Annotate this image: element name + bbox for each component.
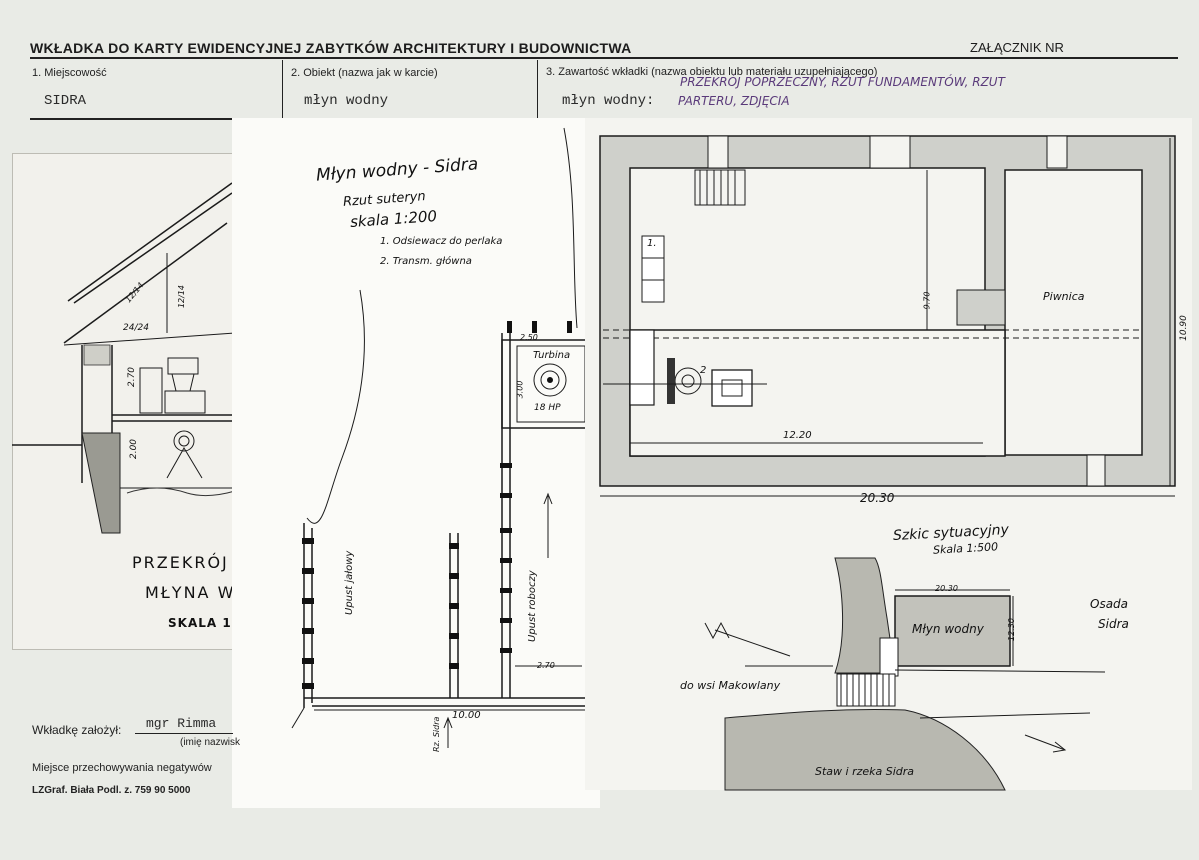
section-dim-e: 2.00: [129, 438, 140, 460]
turbine-side-dim: 3.00: [515, 380, 525, 399]
section-title-line2: MŁYNA WO: [145, 583, 250, 602]
cellar-label: Piwnica: [1043, 290, 1085, 303]
site-mill-depth: 12.30: [1006, 618, 1016, 641]
author-sub-label: (imię nazwisk: [180, 737, 241, 748]
river-arrow-label: Rz. Sidra: [432, 716, 441, 752]
plan-dim-20-30: 20.30: [860, 491, 895, 505]
plan-dim-9-70: 9.70: [922, 291, 932, 310]
village-label: Osada: [1090, 597, 1129, 611]
card-title: WKŁADKA DO KARTY EWIDENCYJNEJ ZABYTKÓW A…: [30, 40, 632, 56]
plan-dim-12-20: 12.20: [783, 430, 812, 441]
section-dim-d: 2.70: [127, 366, 138, 388]
field-3-handwritten-line1: PRZEKRÓJ POPRZECZNY, RZUT FUNDAMENTÓW, R…: [680, 75, 1005, 89]
stair-mark: 1.: [647, 238, 657, 249]
section-dim-b: 12/14: [177, 284, 187, 309]
ground-floor-drawing: [599, 135, 1176, 791]
printer-imprint: LZGraf. Biała Podl. z. 759 90 5000: [32, 785, 191, 796]
basement-plan-sheet: [232, 118, 600, 808]
idle-spillway-label: Upust jałowy: [344, 550, 355, 615]
field-2-value: młyn wodny: [304, 93, 389, 109]
section-title-line1: PRZEKRÓJ: [132, 553, 229, 572]
field-divider-1: [282, 60, 283, 118]
author-label: Wkładkę założył:: [32, 723, 122, 737]
header-rule: [30, 57, 1178, 59]
turbine-label: Turbina: [533, 350, 571, 361]
field-1-value: SIDRA: [44, 93, 87, 109]
turbine-power: 18 HP: [534, 403, 561, 413]
road-label: do wsi Makowlany: [680, 679, 781, 692]
spillway-dim: 2.70: [537, 661, 555, 670]
plan-legend-2: 2. Transm. główna: [380, 256, 472, 267]
transmission-mark: 2: [700, 365, 707, 376]
working-spillway-label: Upust roboczy: [527, 570, 538, 642]
negative-storage-label: Miejsce przechowywania negatywów: [32, 762, 212, 774]
pond-label: Staw i rzeka Sidra: [815, 765, 915, 778]
author-underline: [135, 733, 233, 734]
field-1-label: 1. Miejscowość: [32, 67, 107, 79]
field-2-label: 2. Obiekt (nazwa jak w karcie): [291, 67, 438, 79]
plan-dim-10: 10.00: [452, 710, 481, 721]
village-label-2: Sidra: [1098, 617, 1129, 631]
field-3-handwritten-line2: PARTERU, ZDJĘCIA: [678, 94, 790, 108]
section-dim-c: 24/24: [123, 323, 149, 333]
plan-legend-1: 1. Odsiewacz do perlaka: [380, 236, 503, 247]
site-mill-width: 20.30: [935, 584, 958, 593]
turbine-dim: 2.50: [520, 333, 538, 342]
author-value: mgr Rimma: [146, 716, 217, 731]
cross-section-drawing: [12, 182, 236, 534]
attachment-number-label: ZAŁĄCZNIK NR: [970, 40, 1064, 55]
site-mill-label: Młyn wodny: [912, 622, 984, 636]
field-3-label: 3. Zawartość wkładki (nazwa obiektu lub …: [546, 66, 878, 78]
field-divider-2: [537, 60, 538, 118]
field-3-value: młyn wodny:: [562, 93, 655, 109]
plan-dim-10-90: 10.90: [1178, 315, 1189, 341]
